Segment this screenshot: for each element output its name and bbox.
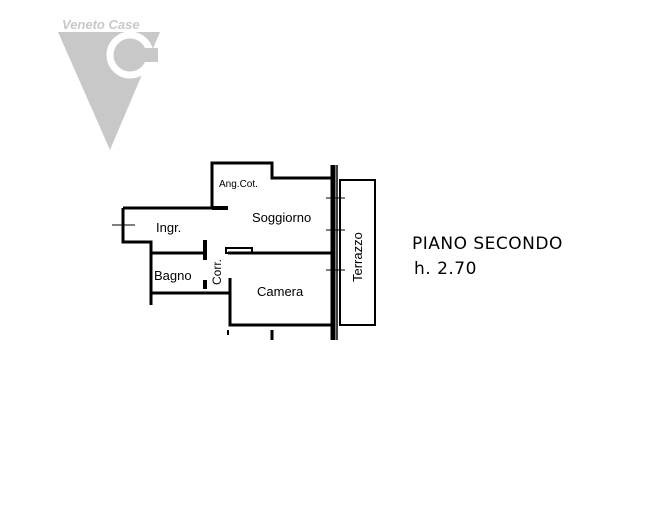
room-label-soggiorno: Soggiorno — [252, 210, 311, 225]
svg-text:Veneto Case: Veneto Case — [62, 17, 140, 32]
floor-name: PIANO SECONDO — [412, 234, 563, 254]
walls — [112, 161, 376, 340]
room-label-camera: Camera — [257, 284, 304, 299]
logo: Veneto Case — [58, 17, 160, 150]
floor-height: h. 2.70 — [414, 259, 477, 279]
room-label-terrazzo: Terrazzo — [350, 232, 365, 282]
room-label-ang-cot: Ang.Cot. — [219, 179, 258, 190]
room-label-bagno: Bagno — [154, 268, 192, 283]
room-label-ingresso: Ingr. — [156, 220, 181, 235]
room-label-corridoio: Corr. — [210, 259, 224, 285]
